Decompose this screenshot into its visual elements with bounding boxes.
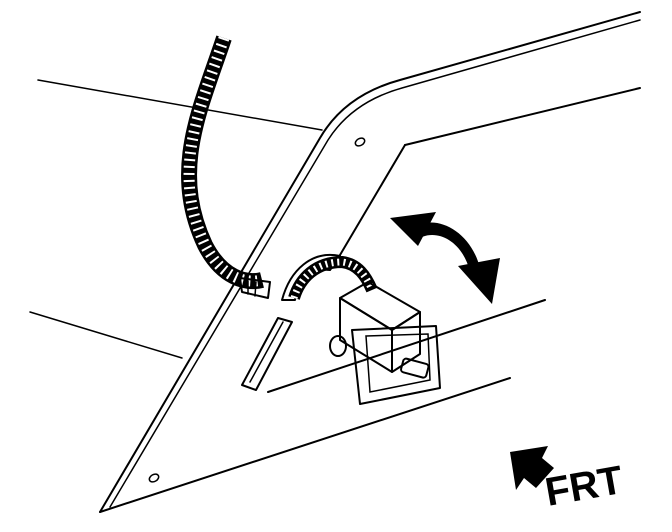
- front-direction-arrow-icon: [510, 446, 554, 490]
- connector-flange: [351, 325, 441, 405]
- arrowhead-lower: [458, 258, 500, 304]
- mounting-panel: [99, 11, 641, 513]
- panel-slot-inner: [249, 321, 284, 383]
- reference-lines: [29, 79, 323, 359]
- direction-label: FRT: [542, 458, 626, 515]
- double-headed-arc-arrow-icon: [390, 212, 500, 304]
- panel-slot: [241, 317, 293, 391]
- connector-face: [391, 311, 421, 373]
- harness-clip: [239, 277, 271, 299]
- lower-edge-line: [29, 311, 183, 359]
- opening-bottom-edge: [267, 299, 546, 393]
- connector-latch: [329, 335, 347, 357]
- mounting-hole-top: [354, 137, 366, 147]
- front-direction-marker: FRT: [510, 446, 626, 515]
- opening-top-edge: [404, 87, 641, 146]
- wiring-harness-conduit-icon: [181, 35, 378, 301]
- mounting-hole-bottom: [148, 473, 160, 483]
- panel-inner-edge: [109, 19, 641, 508]
- connector-pin: [400, 357, 430, 379]
- electrical-connector-icon: [329, 281, 441, 405]
- panel-outer-edge: [99, 11, 641, 513]
- panel-bottom-edge: [99, 377, 511, 513]
- arrowhead-upper: [390, 212, 436, 246]
- connector-flange-inner: [365, 333, 431, 393]
- opening-left-edge: [339, 144, 406, 256]
- upper-edge-line: [37, 79, 323, 131]
